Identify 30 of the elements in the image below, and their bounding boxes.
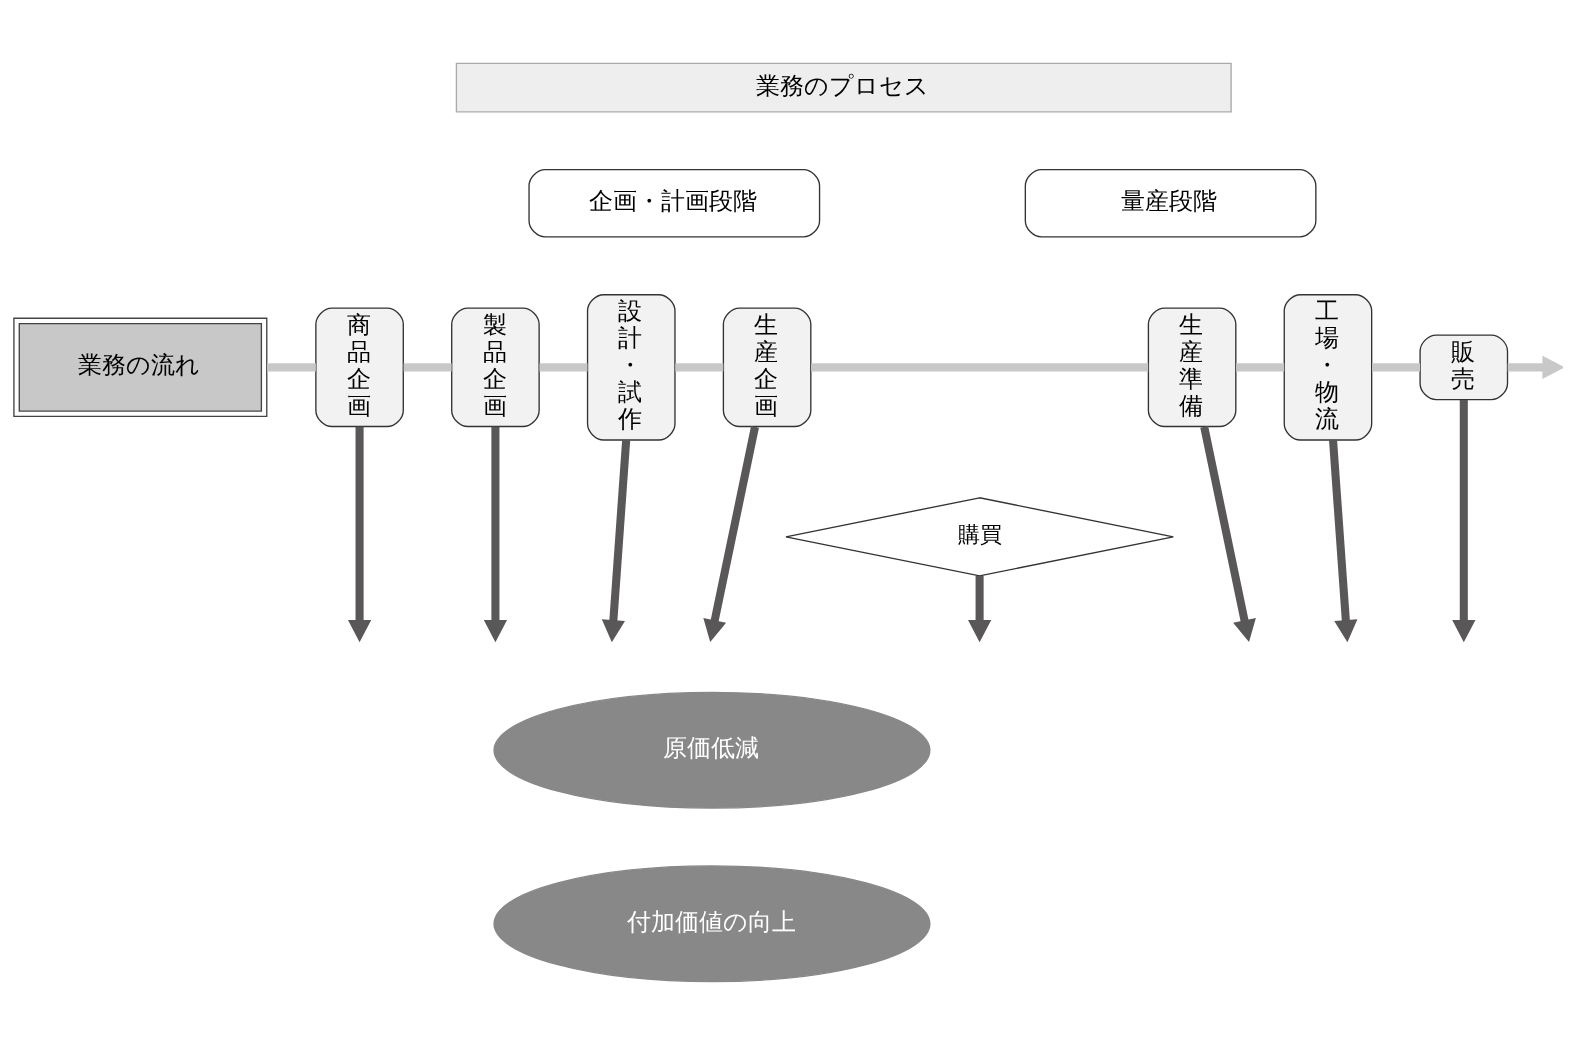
connector xyxy=(267,363,316,372)
node-box: 工場・物流 xyxy=(1283,294,1373,441)
arrow xyxy=(601,439,631,643)
node-box: 生産準備 xyxy=(1147,307,1237,428)
connector xyxy=(811,363,1149,372)
node-ellipse: 原価低減 xyxy=(493,691,931,809)
arrow xyxy=(1452,400,1476,643)
node-box: 業務の流れ xyxy=(13,317,268,418)
node-box: 製品企画 xyxy=(451,307,540,428)
arrow xyxy=(347,426,372,643)
arrow xyxy=(1200,426,1256,643)
node-box: 業務のプロセス xyxy=(455,62,1232,113)
node-box: 設計・試作 xyxy=(586,294,676,441)
node-box: 企画・計画段階 xyxy=(528,168,821,238)
node-box: 生産企画 xyxy=(722,307,812,428)
connector xyxy=(403,363,452,372)
connector xyxy=(539,363,588,372)
node-diamond: 購買 xyxy=(785,497,1174,577)
connector xyxy=(1236,363,1285,372)
arrow xyxy=(968,575,992,643)
arrow xyxy=(1329,439,1358,643)
arrow xyxy=(1507,355,1563,379)
arrow xyxy=(703,426,759,643)
node-box: 量産段階 xyxy=(1024,168,1317,238)
connector xyxy=(675,363,724,372)
connector xyxy=(1372,363,1421,372)
arrow xyxy=(483,426,508,643)
node-ellipse: 付加価値の向上 xyxy=(493,865,931,983)
node-box: 商品企画 xyxy=(315,307,404,428)
node-box: 販売 xyxy=(1419,334,1509,401)
